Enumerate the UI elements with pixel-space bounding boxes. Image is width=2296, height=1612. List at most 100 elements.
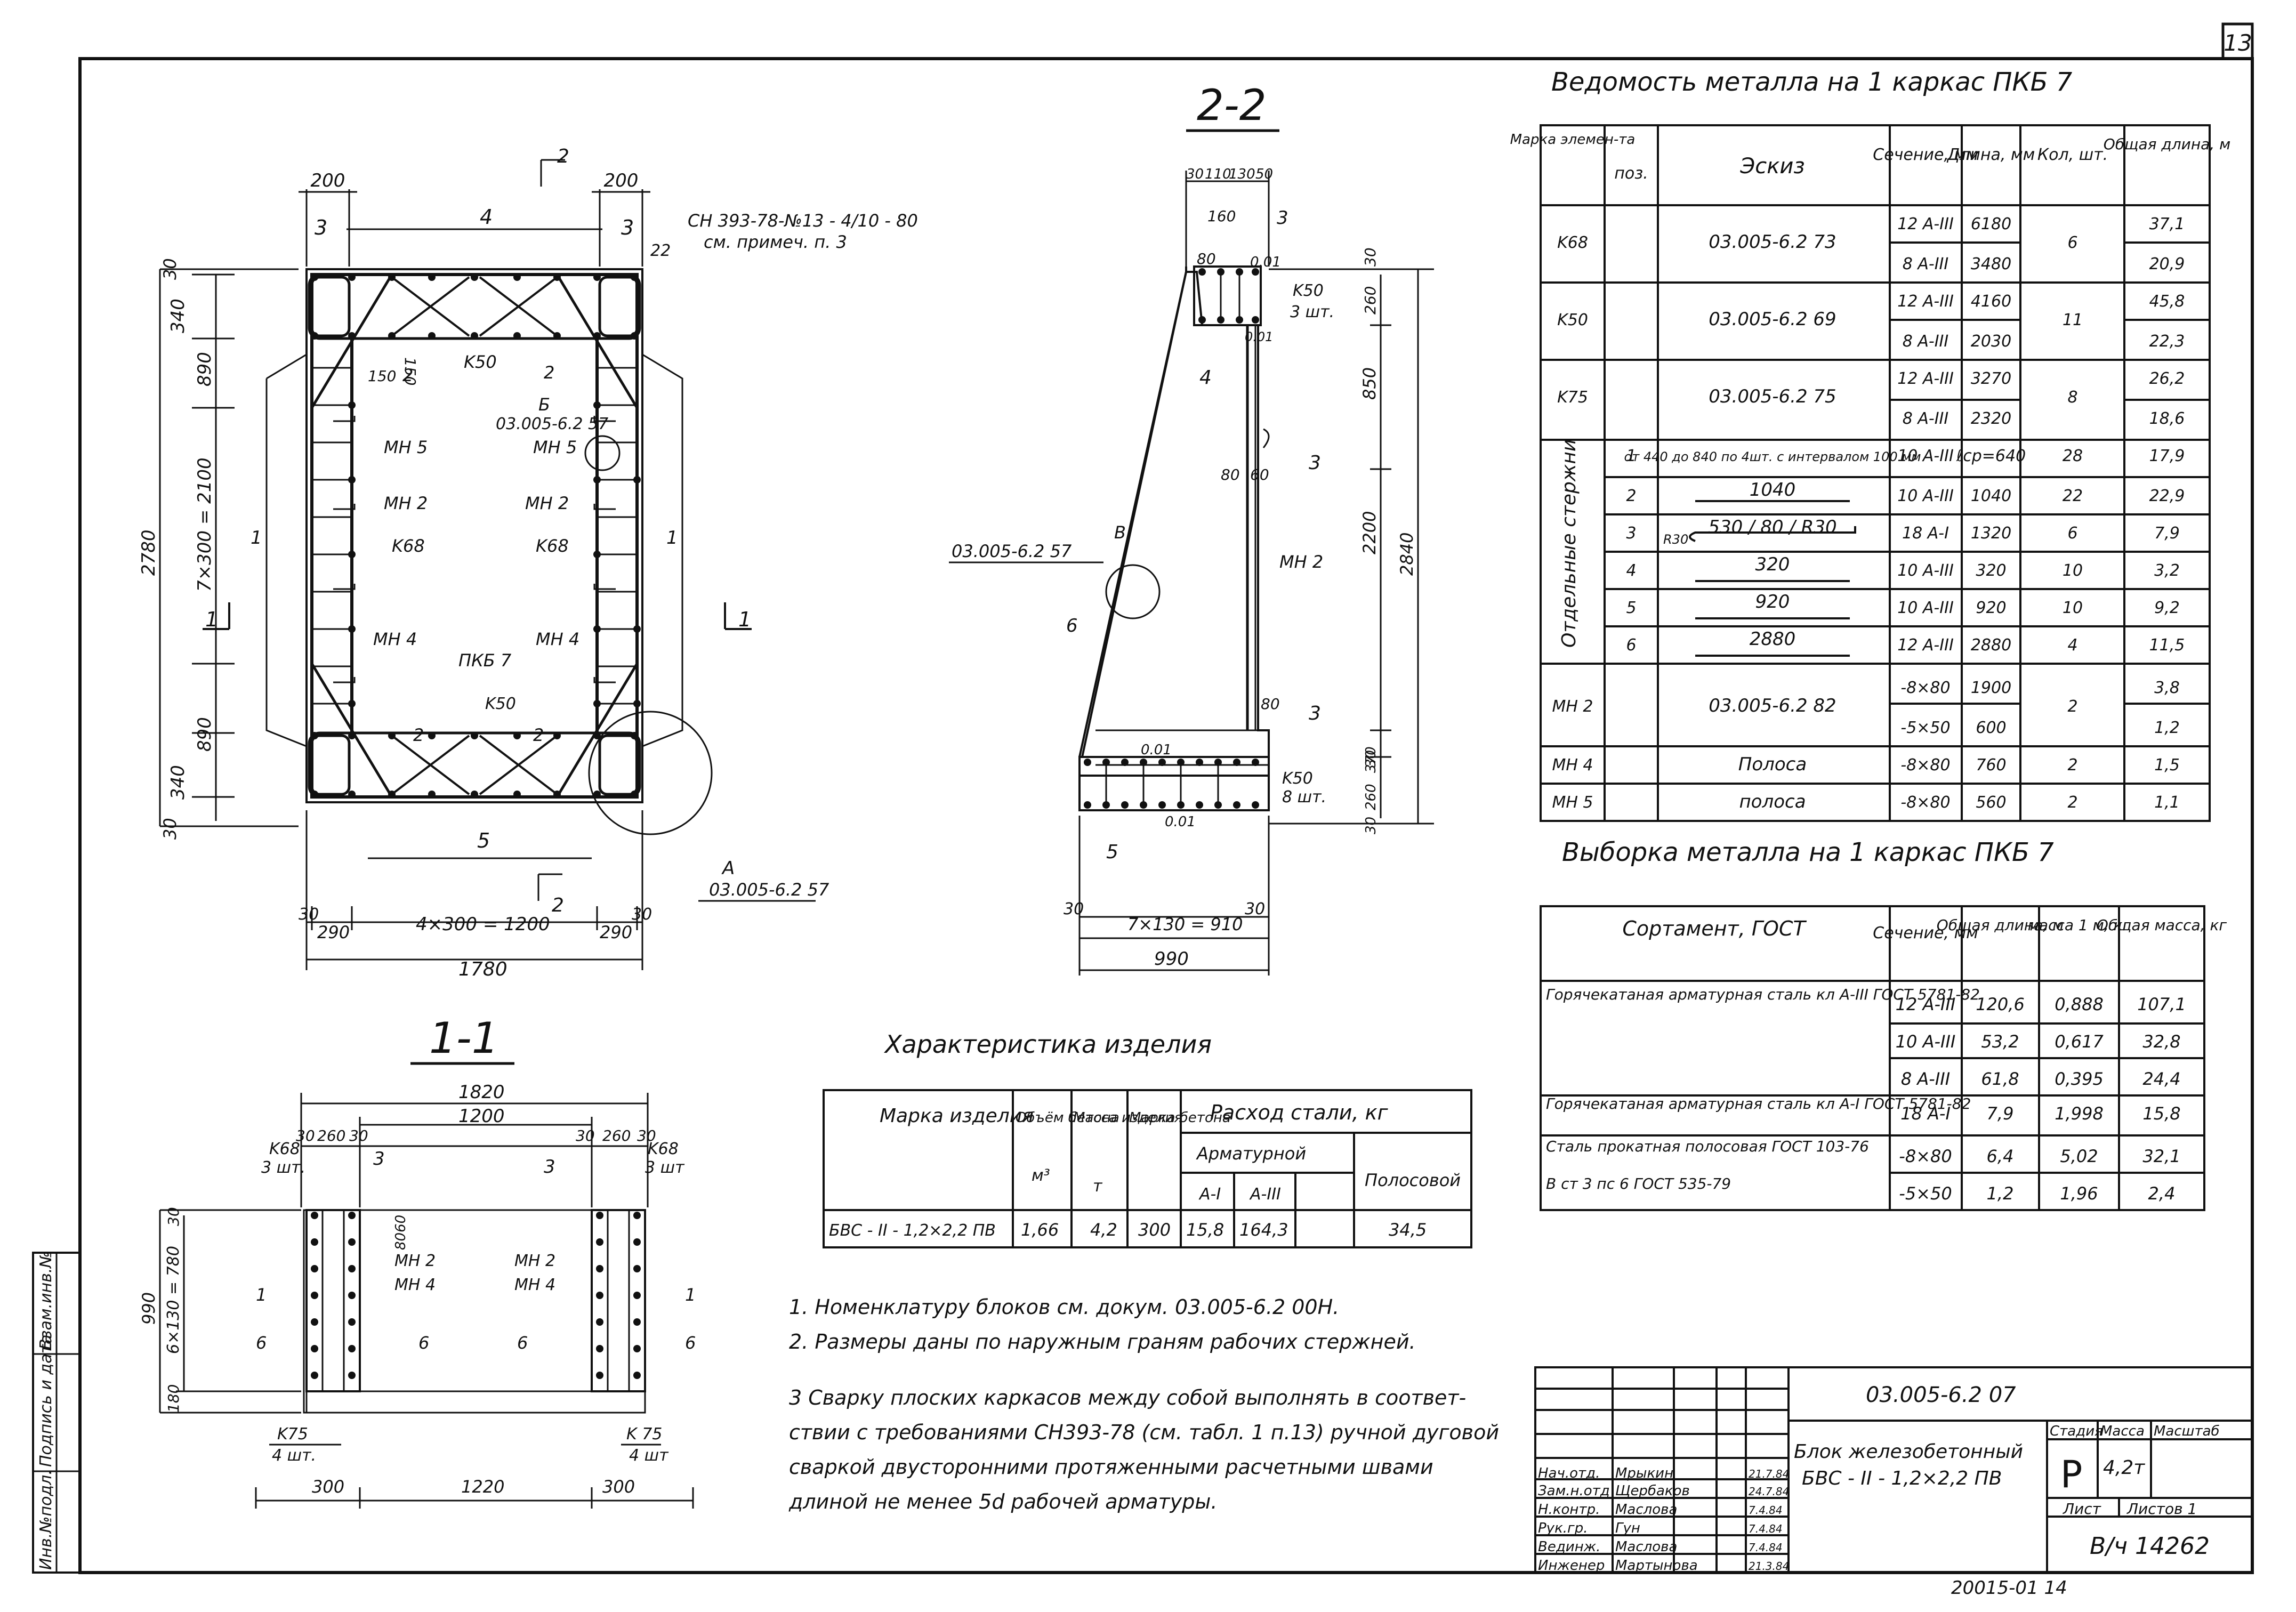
ms-row-1-col-2: 53,2 [1981,1031,2019,1052]
s11-left-180: 180 [165,1384,182,1413]
note-2: 2. Размеры даны по наружным граням рабоч… [789,1330,1416,1353]
s22-001c: 0.01 [1141,742,1172,758]
ms-row-2-col-1: 8 A-III [1901,1069,1950,1089]
ml-row-6-col-4: ℓср=640 [1956,447,2026,465]
s11-260b: 260 [602,1127,631,1144]
ml-row-14-col-5: 2 [2067,756,2077,775]
ml-row-11-col-3: 12 A-III [1897,636,1954,655]
metal-select-rows: Горячекатаная арматурная сталь кл A-III … [1546,986,2186,1204]
ms-row-5-col-4: 2,4 [2148,1183,2176,1204]
s11-30d: 30 [637,1127,656,1144]
ml-row-14-col-4: 760 [1976,756,2006,775]
char-h-mark: Марка изделия [880,1105,1034,1127]
s22-total-990: 990 [1154,948,1189,970]
tb-archive: В/ч 14262 [2090,1533,2210,1560]
ml-row-6-col-3: 10 A-III [1897,447,1954,465]
tb-date-3: 7.4.84 [1749,1522,1783,1535]
ms-row-2-col-4: 24,4 [2142,1069,2180,1089]
ml-row-2-col-3: 12 A-III [1897,292,1954,311]
s22-2200: 2200 [1359,511,1380,554]
plan-1-left: 1 [251,527,262,549]
s11-mn4-right-of-left: МН 4 [394,1276,436,1294]
ml-row-11-col-1: 6 [1626,636,1636,655]
ms-h-section: Сечение, мм [1873,924,1978,942]
ml-row-11-col-2: 2880 [1750,628,1796,650]
plan-section-1-right: 1 [738,608,751,631]
s11-1r: 1 [685,1285,696,1305]
tb-role-5: Инженер [1538,1558,1605,1574]
s11-mn2-left-of-right: МН 2 [514,1252,555,1270]
s22-top-30: 30 [1186,166,1204,182]
ml-row-9-col-1: 4 [1626,561,1636,580]
s11-30c: 30 [576,1127,595,1144]
plan-label-3l: 3 [315,216,327,239]
char-strip: 34,5 [1389,1220,1427,1240]
ms-h-length: Общая длина, м [1937,916,2064,934]
note-3c: сваркой двусторонними протяженными расче… [789,1455,1433,1479]
s22-3a: 3 [1277,207,1288,229]
ml-row-10-col-3: 10 A-III [1897,599,1954,617]
ms-row-5-col-0: В ст 3 пс 6 ГОСТ 535-79 [1546,1175,1731,1192]
section-11-title: 1-1 [429,1013,499,1063]
ml-row-12-col-0: МН 2 [1552,697,1593,716]
ml-row-1-col-6: 20,9 [2149,255,2185,273]
tb-stage-h: Стадия [2050,1423,2103,1439]
ms-h-mass1: масса 1 м, кг [2028,916,2131,934]
s11-6b: 6 [418,1333,429,1353]
ml-row-15-col-3: -8×80 [1900,793,1950,812]
s22-3c: 3 [1309,703,1321,724]
plan-200-right: 200 [604,170,639,191]
dim-2780: 2780 [138,529,159,576]
characteristics: Характеристика изделия Марка изделия Объ… [823,1030,1472,1248]
s22-4: 4 [1199,367,1212,389]
tb-stage: Р [2060,1453,2083,1496]
ms-row-0-col-0: Горячекатаная арматурная сталь кл A-III … [1546,986,1980,1003]
ms-row-0-col-4: 107,1 [2137,994,2186,1014]
left-stamp: Инв.№подл. Подпись и дата Взам.инв.№ [32,1251,81,1574]
ml-row-13-col-6: 1,2 [2154,719,2180,737]
s22-6: 6 [1066,615,1078,636]
s11-6d: 6 [685,1333,696,1353]
ms-row-0-col-3: 0,888 [2055,994,2104,1014]
ml-row-14-col-6: 1,5 [2154,756,2180,775]
ml-row-9-col-4: 320 [1976,561,2006,580]
plan-2b: 2 [544,362,554,383]
ml-row-3-col-6: 22,3 [2149,332,2185,351]
ms-h-total: Общая масса, кг [2097,916,2227,934]
tb-sheet-h: Лист [2063,1500,2101,1518]
s22-160: 160 [1207,207,1236,225]
s22-mn2: МН 2 [1279,552,1323,572]
note-3a: 3 Сварку плоских каркасов между собой вы… [789,1386,1466,1409]
ml-row-12-col-2: 03.005-6.2 82 [1709,695,1836,716]
s22-260a: 260 [1362,286,1379,315]
s22-30c: 30 [1363,817,1379,834]
s22-top-50: 50 [1255,166,1273,182]
dim-30-top: 30 [160,258,180,280]
plan-mn5-right: МН 5 [533,437,577,457]
plan-bot-290a: 290 [317,922,350,942]
sheet-number-box [2221,22,2254,60]
plan-22: 22 [650,241,671,260]
s22-5: 5 [1106,841,1118,863]
ml-row-10-col-2: 920 [1755,591,1790,612]
plan-bot-30a: 30 [299,905,319,924]
ml-row-3-col-4: 2030 [1971,332,2011,351]
tb-date-1: 24.7.84 [1749,1485,1789,1498]
ml-row-15-col-5: 2 [2067,793,2077,812]
ms-row-1-col-3: 0,617 [2055,1031,2104,1052]
ml-row-6-col-6: 17,9 [2149,447,2185,465]
s11-6a: 6 [256,1333,267,1353]
s11-k75l: K75 [277,1425,308,1444]
s11-30b: 30 [349,1127,368,1144]
ms-row-0-col-2: 120,6 [1976,994,2025,1014]
tb-name-4: Маслова [1615,1539,1677,1555]
s11-k75r: K 75 [626,1425,662,1444]
s22-k50a-qty: 3 шт. [1290,303,1334,321]
s22-top-110: 110 [1205,166,1231,182]
plan-k50-bot: K50 [485,695,516,713]
char-mass: 4,2 [1090,1220,1117,1240]
s11-k68r: K68 [648,1140,679,1158]
plan-label-5: 5 [477,829,490,852]
